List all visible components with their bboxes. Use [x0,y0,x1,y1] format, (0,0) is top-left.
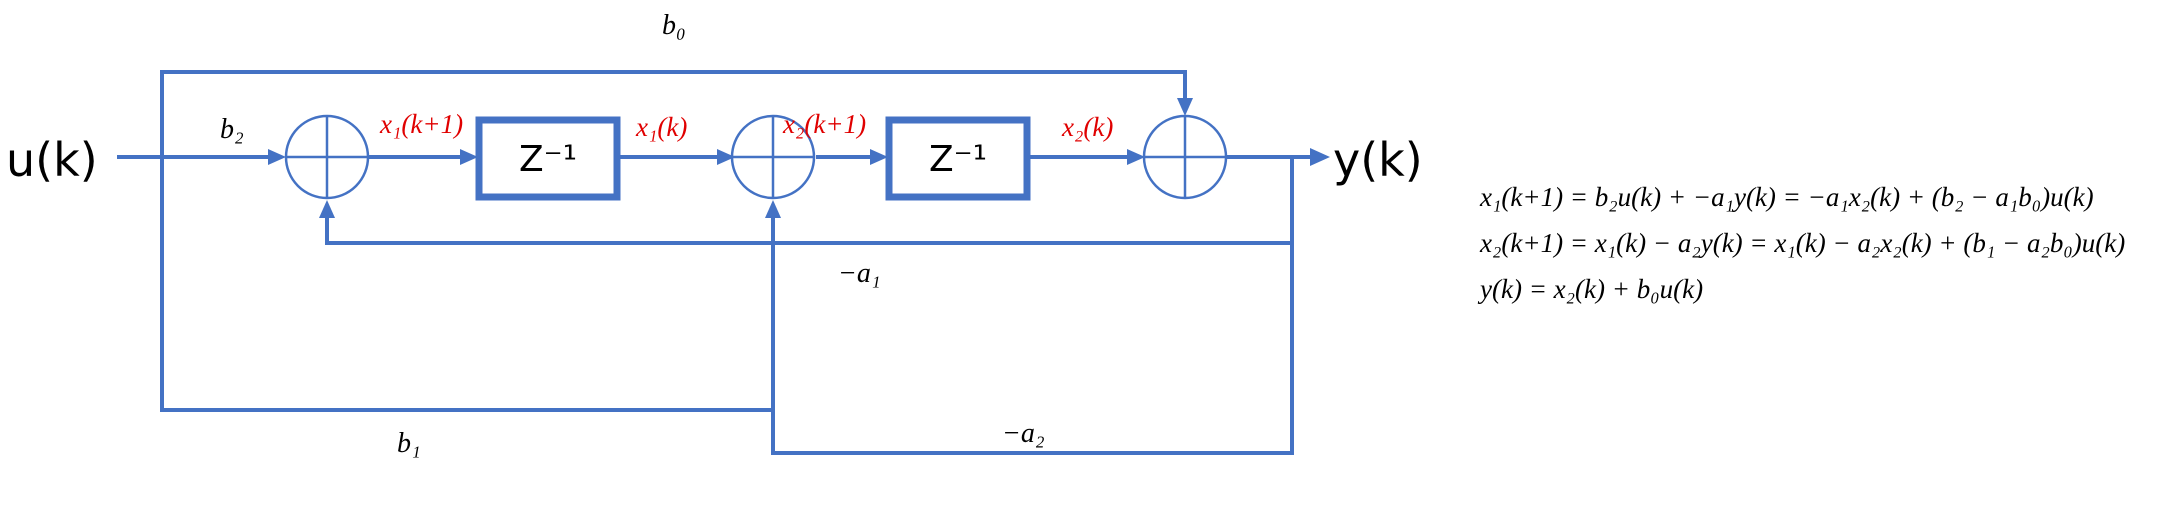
equation-3: y(k) = x₂(k) + b₀u(k) [1477,274,1703,304]
gain-b2-label: b₂ [220,114,244,145]
delay-block-2 [885,116,1031,201]
arrow-neg-a1-into-sum1 [319,200,335,218]
arrowheads [268,98,1330,218]
neg-a1-path [325,157,1294,245]
gain-neg-a2-label: −a₂ [1002,418,1045,449]
summing-junction-3 [1142,114,1228,200]
signal-lines [117,70,1310,455]
arrow-into-sum2-bottom [765,200,781,218]
arrow-output [1310,148,1330,166]
delay-block-2-label: Z⁻¹ [929,139,987,180]
delay-block-1-label: Z⁻¹ [519,139,577,180]
summing-junction-2 [730,114,816,200]
gain-b1-label: b₁ [397,428,421,459]
output-signal-label: y(k) [1333,133,1423,187]
equation-2: x₂(k+1) = x₁(k) − a₂y(k) = x₁(k) − a₂x₂(… [1479,228,2125,258]
delay-block-1 [475,116,621,201]
gain-neg-a1-label: −a₁ [838,258,881,289]
arrow-into-delay1 [460,149,478,165]
arrow-into-sum3 [1127,149,1145,165]
arrow-into-sum1 [268,149,286,165]
arrow-into-sum2 [717,149,735,165]
state-x2-next-label: x₂(k+1) [782,109,866,139]
state-equations: x₁(k+1) = b₂u(k) + −a₁y(k) = −a₁x₂(k) + … [1477,182,2125,304]
state-x1-next-label: x₁(k+1) [379,109,463,139]
summing-junction-1 [284,114,370,200]
arrow-into-delay2 [870,149,888,165]
b1-path [160,157,773,412]
state-x2-label: x₂(k) [1061,112,1113,142]
gain-b0-label: b₀ [662,10,686,41]
equation-1: x₁(k+1) = b₂u(k) + −a₁y(k) = −a₁x₂(k) + … [1479,182,2094,212]
arrow-b0-into-sum3 [1177,98,1193,116]
state-x1-label: x₁(k) [635,112,687,142]
input-signal-label: u(k) [6,133,98,187]
neg-a2-path [771,218,1294,455]
b0-path [160,70,1187,157]
